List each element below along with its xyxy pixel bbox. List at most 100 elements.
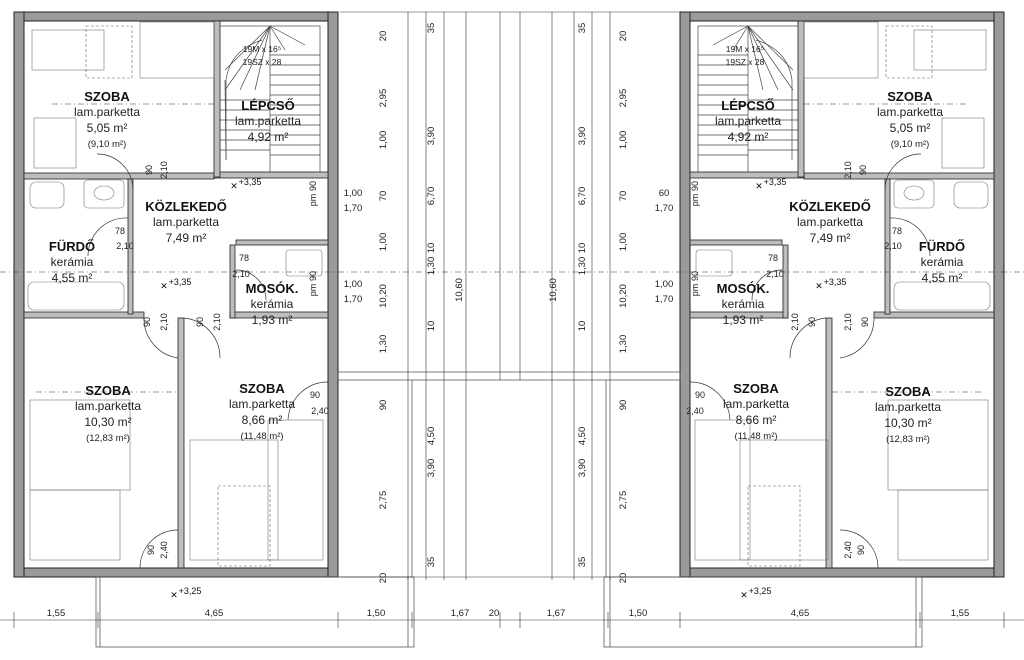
left-room-lepcso-name: LÉPCSŐ	[241, 98, 294, 113]
vdim-center-1: 10,60	[548, 278, 559, 302]
right-door-label-6: 90	[860, 317, 870, 327]
left-stair-spec-1: 19M x 16⁵	[243, 44, 282, 54]
right-level-cross-0: ✕	[755, 181, 763, 191]
right-room-szoba_top-gross: (9,10 m²)	[891, 139, 930, 150]
left-room-mosok-floor: kerámia	[251, 297, 294, 311]
vdim-right_outer-6: 4,50	[577, 427, 588, 446]
left-door-label-12: 90	[310, 390, 320, 400]
right-door-label-0: 90	[858, 165, 868, 175]
right-room-kozlekedo-name: KÖZLEKEDŐ	[789, 199, 871, 214]
left-stair	[219, 25, 321, 173]
right-room-szoba_big-gross: (12,83 m²)	[886, 434, 930, 445]
left-wardrobe-top	[139, 21, 215, 79]
vdim-left_stack-5: 10,20	[378, 284, 389, 308]
right-door-arc-szoba3	[689, 381, 731, 421]
right-door-arc-szoba2	[789, 317, 827, 359]
right-room-szoba_mid-gross: (11,48 m²)	[734, 431, 777, 442]
vdim-right_outer-2: 6,70	[577, 187, 588, 206]
vdim-left_stack-0: 20	[378, 31, 389, 42]
vdim-right_stack-2: 1,00	[618, 131, 629, 150]
right-wardrobe-top	[803, 21, 879, 79]
bottom-dim-1: 4,65	[205, 608, 224, 619]
left-level-2: +3,25	[179, 586, 202, 596]
bottom-dim-3: 1,67	[451, 608, 470, 619]
vdim-left_outer-5: 10	[426, 321, 437, 332]
right-wall-v1	[797, 20, 805, 178]
left-door-label-10: 90	[146, 545, 156, 555]
right-room-lepcso-floor: lam.parketta	[715, 114, 781, 128]
right-room-lepcso-name: LÉPCSŐ	[721, 98, 774, 113]
left-room-kozlekedo-area: 7,49 m²	[166, 231, 207, 245]
window-dim-2-h: 1,70	[655, 203, 674, 214]
window-dim-0-w: 1,00	[344, 188, 363, 199]
left-room-lepcso-area: 4,92 m²	[248, 130, 289, 144]
bottom-dim-0: 1,55	[47, 608, 66, 619]
left-room-szoba_mid-gross: (11,48 m²)	[240, 431, 283, 442]
vdim-left_outer-2: 6,70	[426, 187, 437, 206]
right-bathtub	[893, 281, 991, 311]
left-toilet	[29, 181, 65, 209]
vdim-left_stack-1: 2,95	[378, 89, 389, 108]
right-wardrobe-mid	[694, 419, 751, 561]
vdim-left_outer-8: 35	[426, 557, 437, 568]
pm-label-2-b: 90	[690, 181, 700, 191]
left-level-1: +3,35	[169, 277, 192, 287]
center-gap	[0, 271, 1024, 577]
right-balcony	[603, 576, 923, 648]
right-room-szoba_big-name: SZOBA	[885, 384, 931, 399]
left-wall-v3	[229, 244, 236, 319]
right-room-furdo-name: FÜRDŐ	[919, 239, 965, 254]
left-door-arc-kozlekedo	[96, 153, 134, 191]
left-wall-v4	[177, 317, 185, 569]
bottom-dim-2: 1,50	[367, 608, 386, 619]
left-door-label-8: 90	[195, 317, 205, 327]
vdim-right_stack-5: 10,20	[618, 284, 629, 308]
left-room-szoba_mid-floor: lam.parketta	[229, 397, 295, 411]
pm-label-0-a: pm	[308, 194, 318, 207]
left-bed-top	[31, 29, 105, 71]
window-dim-1-w: 1,00	[344, 279, 363, 290]
vdim-left_outer-4: 10	[426, 243, 437, 254]
right-door-label-8: 90	[807, 317, 817, 327]
vdim-right_outer-3: 1,30	[577, 257, 588, 276]
right-unit	[603, 11, 1005, 648]
left-door-label-0: 90	[144, 165, 154, 175]
vdim-right_stack-0: 20	[618, 31, 629, 42]
vdim-right_stack-6: 1,30	[618, 335, 629, 354]
left-wall-h2	[23, 311, 145, 319]
left-desk-big	[29, 489, 121, 561]
pm-label-1-a: pm	[308, 284, 318, 297]
right-room-furdo-floor: kerámia	[921, 255, 964, 269]
left-sink	[83, 179, 125, 209]
vdim-left_outer-3: 1,30	[426, 257, 437, 276]
pm-label-0-b: 90	[308, 181, 318, 191]
right-roof-window-mid	[747, 485, 801, 567]
vdim-left_outer-7: 3,90	[426, 459, 437, 478]
left-door-label-4: 78	[239, 253, 249, 263]
right-door-label-1: 2,10	[843, 161, 853, 179]
left-room-szoba_top-name: SZOBA	[84, 89, 130, 104]
left-room-kozlekedo-name: KÖZLEKEDŐ	[145, 199, 227, 214]
pm-label-3-b: 90	[690, 271, 700, 281]
right-room-kozlekedo-area: 7,49 m²	[810, 231, 851, 245]
left-door-arc-szoba1	[143, 317, 179, 359]
left-bed-mid	[189, 439, 279, 561]
left-wall-v1	[213, 20, 221, 178]
right-door-label-3: 2,10	[884, 241, 902, 251]
right-door-arc-kozlekedo	[884, 153, 922, 191]
left-washing-machine	[285, 249, 323, 277]
right-wall-v2	[884, 178, 891, 315]
vdim-right_outer-8: 35	[577, 557, 588, 568]
left-door-label-7: 2,10	[159, 313, 169, 331]
pm-label-2-a: pm	[690, 194, 700, 207]
right-toilet	[953, 181, 989, 209]
left-room-szoba_big-area: 10,30 m²	[84, 415, 131, 429]
right-door-arc-mosok	[751, 269, 783, 301]
left-level-cross-2: ✕	[170, 590, 178, 600]
left-room-furdo-area: 4,55 m²	[52, 271, 93, 285]
vdim-left_stack-3: 70	[378, 191, 389, 202]
right-level-2: +3,25	[749, 586, 772, 596]
left-door-arc-mosok	[235, 269, 267, 301]
left-wall-h3	[213, 171, 329, 179]
vdim-right_stack-4: 1,00	[618, 233, 629, 252]
